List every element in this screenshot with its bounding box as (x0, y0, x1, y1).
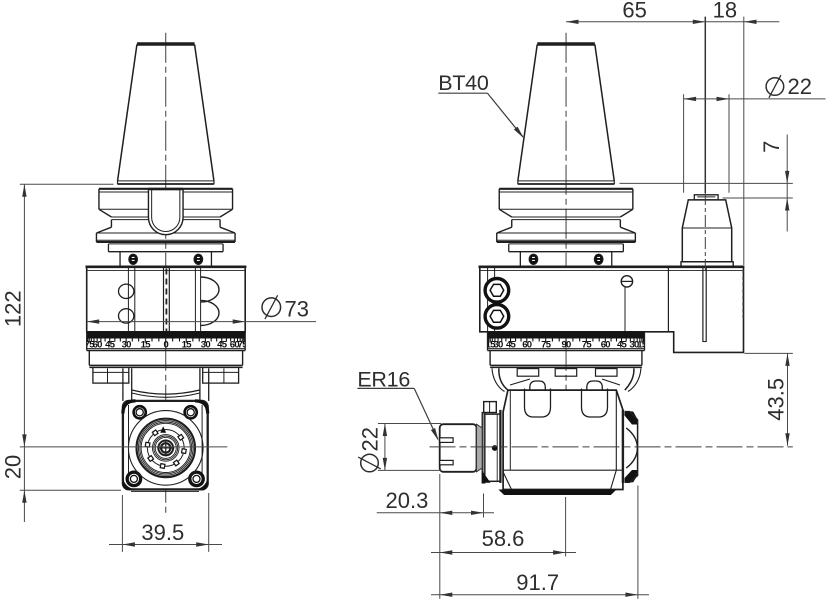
svg-text:7: 7 (759, 141, 784, 153)
svg-text:45: 45 (217, 340, 228, 351)
svg-text:43.5: 43.5 (764, 378, 789, 421)
svg-text:90: 90 (561, 340, 571, 351)
svg-text:18: 18 (713, 0, 737, 22)
svg-text:60: 60 (522, 340, 532, 351)
svg-text:60: 60 (230, 340, 240, 351)
svg-text:65: 65 (622, 0, 646, 22)
svg-text:75: 75 (582, 340, 593, 351)
svg-text:75: 75 (85, 340, 96, 351)
svg-text:22: 22 (358, 427, 383, 451)
svg-text:45: 45 (105, 340, 116, 351)
svg-text:30: 30 (493, 340, 503, 351)
svg-text:20: 20 (0, 455, 25, 479)
svg-text:15: 15 (141, 340, 152, 351)
svg-text:39.5: 39.5 (141, 520, 184, 545)
svg-text:ER16: ER16 (357, 367, 410, 391)
svg-text:15: 15 (486, 340, 497, 351)
svg-text:15: 15 (637, 340, 648, 351)
svg-text:30: 30 (122, 340, 132, 351)
svg-text:30: 30 (201, 340, 211, 351)
svg-text:45: 45 (617, 340, 628, 351)
svg-text:58.6: 58.6 (482, 526, 525, 551)
svg-text:75: 75 (238, 340, 249, 351)
svg-text:22: 22 (788, 74, 812, 99)
svg-text:60: 60 (93, 340, 103, 351)
svg-text:91.7: 91.7 (516, 570, 559, 595)
svg-text:15: 15 (182, 340, 193, 351)
svg-text:30: 30 (629, 340, 639, 351)
svg-text:BT40: BT40 (438, 71, 489, 95)
svg-text:0: 0 (163, 340, 168, 351)
svg-text:73: 73 (285, 297, 309, 322)
svg-text:20.3: 20.3 (385, 488, 428, 513)
svg-text:122: 122 (1, 290, 26, 327)
svg-text:60: 60 (601, 340, 611, 351)
svg-text:45: 45 (506, 340, 517, 351)
svg-text:75: 75 (541, 340, 552, 351)
